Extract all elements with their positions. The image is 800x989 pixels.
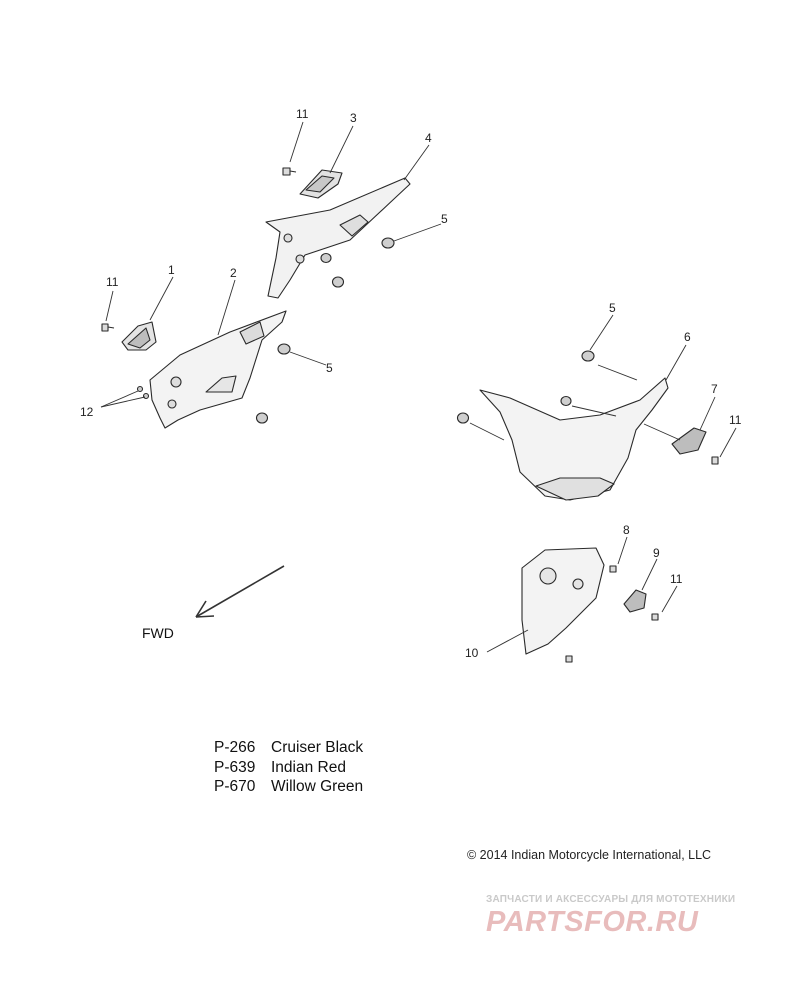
callout-5: 5 — [326, 361, 333, 375]
part-11-screw-top — [282, 167, 297, 176]
part-8-screw — [609, 565, 617, 573]
leader-lines — [100, 121, 737, 653]
callout-12: 12 — [80, 405, 94, 419]
callout-11: 11 — [729, 413, 742, 427]
forward-direction-arrow — [195, 565, 285, 618]
paint-color: Willow Green — [271, 778, 364, 795]
callout-3: 3 — [350, 111, 357, 125]
paint-row: P-670 Willow Green — [214, 777, 363, 797]
watermark-tagline: ЗАПЧАСТИ И АКСЕССУАРЫ ДЛЯ МОТОТЕХНИКИ — [486, 894, 736, 905]
callout-11: 11 — [296, 107, 309, 121]
paint-code-table: P-266 Cruiser Black P-639 Indian Red P-6… — [214, 738, 363, 797]
callout-5: 5 — [609, 301, 616, 315]
fwd-label: FWD — [142, 625, 174, 641]
paint-code: P-639 — [214, 758, 256, 776]
callout-6: 6 — [684, 330, 691, 344]
callout-labels: 11 3 4 5 11 1 2 5 12 5 6 7 11 8 9 11 10 — [80, 107, 742, 660]
part-6-side-panel — [479, 377, 669, 501]
callout-1: 1 — [168, 263, 175, 277]
paint-code: P-670 — [214, 778, 256, 795]
part-11-screw-lower — [651, 613, 659, 621]
callout-4: 4 — [425, 131, 432, 145]
callout-7: 7 — [711, 382, 718, 396]
part-5-grommet-top — [320, 237, 395, 288]
part-9-cover — [623, 589, 647, 613]
callout-2: 2 — [230, 266, 237, 280]
part-2-side-panel — [136, 310, 287, 429]
part-8-screw-bottom — [565, 655, 573, 663]
callout-8: 8 — [623, 523, 630, 537]
watermark: ЗАПЧАСТИ И АКСЕССУАРЫ ДЛЯ МОТОТЕХНИКИ PA… — [486, 894, 786, 939]
callout-10: 10 — [465, 646, 479, 660]
paint-color: Cruiser Black — [271, 739, 364, 756]
part-3-cover — [299, 169, 343, 199]
paint-row: P-266 Cruiser Black — [214, 738, 363, 758]
part-11-screw-left — [101, 323, 115, 332]
part-1-cover — [121, 321, 157, 351]
callout-11: 11 — [106, 275, 119, 289]
paint-code: P-266 — [214, 739, 256, 756]
part-5-grommet-right — [456, 350, 595, 424]
callout-5: 5 — [441, 212, 448, 226]
paint-row: P-639 Indian Red — [214, 758, 363, 778]
callout-9: 9 — [653, 546, 660, 560]
part-10-lower-cover — [521, 547, 605, 655]
part-11-screw-right — [711, 456, 719, 465]
part-5-grommet-left — [255, 343, 291, 424]
part-7-cover — [671, 427, 707, 455]
copyright-notice: © 2014 Indian Motorcycle International, … — [467, 848, 712, 862]
callout-11: 11 — [670, 572, 683, 586]
paint-color: Indian Red — [271, 758, 346, 776]
watermark-logo: PARTSFOR.RU — [486, 906, 699, 938]
